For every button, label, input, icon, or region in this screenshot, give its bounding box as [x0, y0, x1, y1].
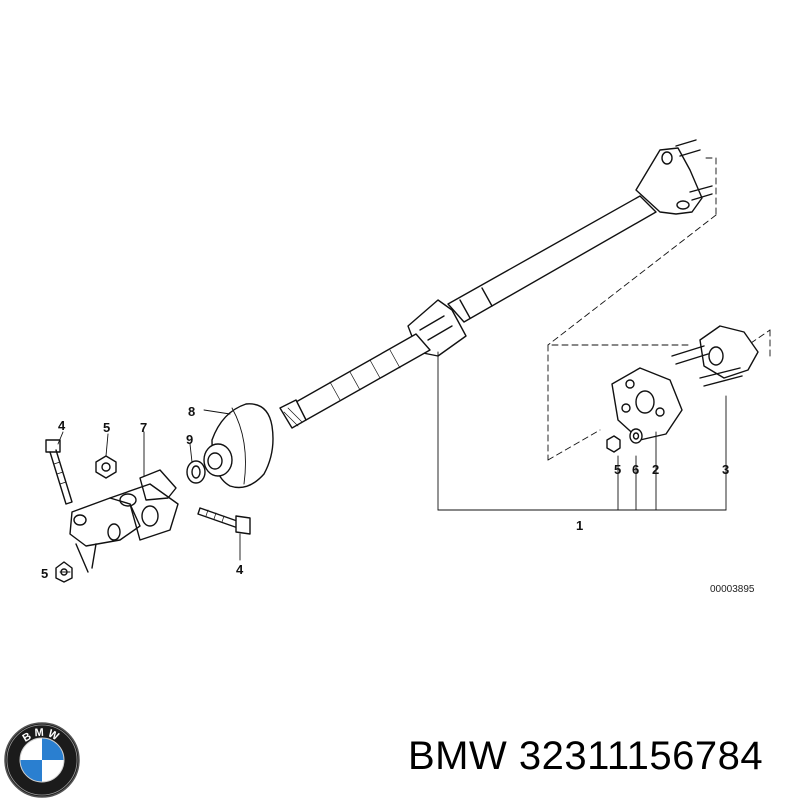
flange-yoke	[671, 325, 759, 387]
bolt-lower	[197, 507, 251, 535]
callout-2: 2	[652, 462, 659, 477]
universal-joint	[69, 469, 179, 573]
nut-bottom	[55, 561, 73, 583]
callout-4-bottom: 4	[236, 562, 244, 577]
dashed-reference-lines	[547, 157, 771, 461]
callout-9: 9	[186, 432, 193, 447]
steering-shaft	[279, 139, 713, 429]
callout-7: 7	[140, 420, 147, 435]
callout-4-top: 4	[58, 418, 66, 433]
part-number-caption: BMW 32311156784	[408, 734, 764, 778]
bmw-logo: BMW	[4, 722, 80, 798]
rubber-boot	[203, 403, 274, 489]
bolt-upper	[45, 439, 73, 505]
callout-6: 6	[632, 462, 639, 477]
callout-5-right: 5	[614, 462, 621, 477]
flange-disc	[611, 367, 683, 441]
seal-ring	[186, 460, 206, 484]
callout-8: 8	[188, 404, 195, 419]
callout-5-top: 5	[103, 420, 110, 435]
upper-yoke	[635, 147, 703, 215]
callout-1: 1	[576, 518, 583, 533]
small-nut	[606, 435, 621, 453]
callout-5-bottom: 5	[41, 566, 48, 581]
leader-lines	[57, 351, 727, 573]
diagram-reference-code: 00003895	[710, 584, 755, 595]
callout-3: 3	[722, 462, 729, 477]
small-washer	[629, 428, 643, 444]
nut-top	[95, 455, 117, 479]
svg-text:BMW: BMW	[20, 727, 63, 745]
